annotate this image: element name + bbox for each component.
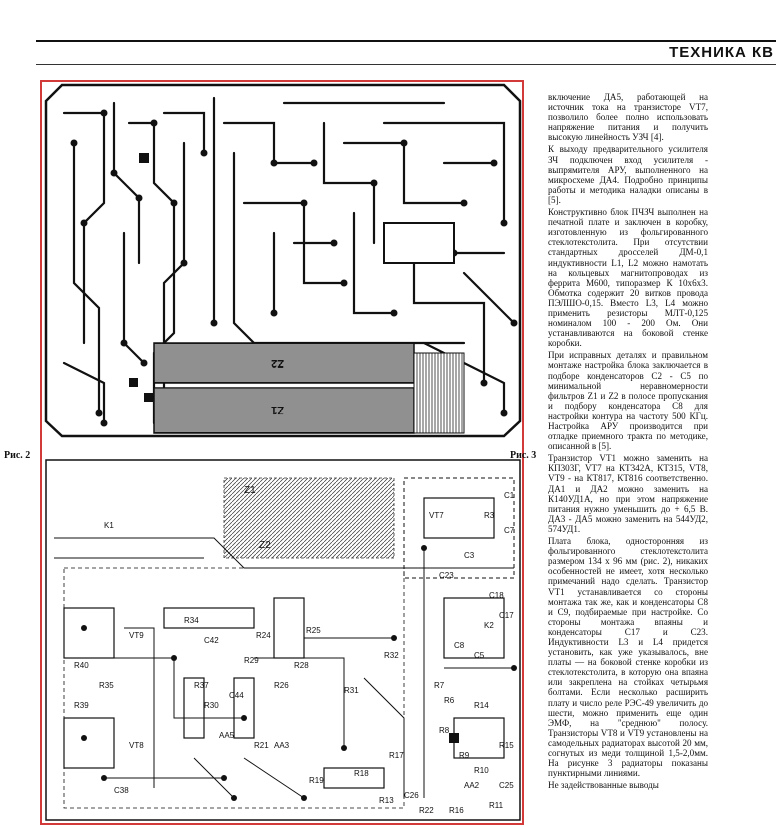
article-paragraph: Не задействованные выводы	[548, 780, 659, 791]
top-pads	[70, 109, 518, 427]
marking-r21: R21	[254, 741, 269, 750]
marking-r22: R22	[419, 806, 434, 815]
marking-c26: C26	[404, 791, 419, 800]
marking-aa2: AA2	[464, 781, 480, 790]
bottom-pads	[81, 545, 517, 801]
marking-r19: R19	[309, 776, 324, 785]
top-marking-z1: Z1	[271, 404, 284, 416]
marking-r26: R26	[274, 681, 289, 690]
marking-r24: R24	[256, 631, 271, 640]
filter-area-dashed	[223, 477, 395, 559]
pcb-top-board: Z2 Z1	[44, 83, 522, 438]
marking-c17: C17	[499, 611, 514, 620]
top-rule	[36, 40, 776, 42]
marking-r25: R25	[306, 626, 321, 635]
marking-c25: C25	[499, 781, 514, 790]
marking-c38: C38	[114, 786, 129, 795]
marking-r14: R14	[474, 701, 489, 710]
marking-k2: K2	[484, 621, 494, 630]
marking-r31: R31	[344, 686, 359, 695]
article-text-column: включение ДА5, работающей на источник то…	[548, 92, 708, 824]
marking-c1: C1	[504, 491, 515, 500]
marking-r15: R15	[499, 741, 514, 750]
marking-c44: C44	[229, 691, 244, 700]
figure-3-label: Рис. 3	[510, 450, 537, 461]
marking-z2: Z2	[259, 540, 271, 551]
article-paragraph: включение ДА5, работающей на источник то…	[548, 92, 708, 143]
marking-c18: C18	[489, 591, 504, 600]
bottom-component-outlines	[63, 497, 505, 789]
marking-c5: C5	[474, 651, 485, 660]
marking-k1: K1	[104, 521, 114, 530]
marking-aa5: AA5	[219, 731, 235, 740]
marking-c3: C3	[464, 551, 475, 560]
marking-r11: R11	[489, 801, 504, 810]
marking-r8: R8	[439, 726, 450, 735]
marking-r17: R17	[389, 751, 404, 760]
marking-r6: R6	[444, 696, 455, 705]
marking-r34: R34	[184, 616, 199, 625]
article-paragraph: Транзистор VT1 можно заменить на КП303Г,…	[548, 453, 708, 534]
header-rule	[36, 64, 776, 65]
marking-r37: R37	[194, 681, 209, 690]
marking-vt8: VT8	[129, 741, 144, 750]
article-paragraph: При исправных деталях и правильном монта…	[548, 350, 708, 452]
marking-c42: C42	[204, 636, 219, 645]
pcb-bottom-board: Z1 Z2 K1 VT9 VT8 R34 R35 R37 R39 R40 C42…	[44, 458, 522, 822]
marking-vt9: VT9	[129, 631, 144, 640]
marking-r18: R18	[354, 769, 369, 778]
filter-z1-area	[153, 387, 415, 434]
marking-r13: R13	[379, 796, 394, 805]
marking-c8: C8	[454, 641, 465, 650]
marking-c23: C23	[439, 571, 454, 580]
marking-r28: R28	[294, 661, 309, 670]
marking-r9: R9	[459, 751, 470, 760]
marking-r35: R35	[99, 681, 114, 690]
marking-r39: R39	[74, 701, 89, 710]
figure-2-label: Рис. 2	[4, 450, 31, 461]
article-paragraph: К выходу предварительного усилителя ЗЧ п…	[548, 144, 708, 205]
top-marking-z2: Z2	[271, 357, 284, 369]
marking-r3: R3	[484, 511, 495, 520]
bottom-wiring	[54, 537, 514, 799]
marking-c7: C7	[504, 526, 515, 535]
article-paragraph: Плата блока, односторонняя из фольгирова…	[548, 536, 708, 779]
marking-r7: R7	[434, 681, 445, 690]
marking-r30: R30	[204, 701, 219, 710]
marking-r29: R29	[244, 656, 259, 665]
article-paragraph: Конструктивно блок ПЧЗЧ выполнен на печа…	[548, 207, 708, 349]
marking-aa3: AA3	[274, 741, 290, 750]
marking-r10: R10	[474, 766, 489, 775]
marking-vt7: VT7	[429, 511, 444, 520]
marking-r16: R16	[449, 806, 464, 815]
section-title: ТЕХНИКА КВ	[669, 44, 774, 61]
marking-r40: R40	[74, 661, 89, 670]
marking-r32: R32	[384, 651, 399, 660]
figure-frame	[40, 80, 524, 825]
filter-z2-area	[153, 342, 415, 384]
marking-z1: Z1	[244, 485, 256, 496]
